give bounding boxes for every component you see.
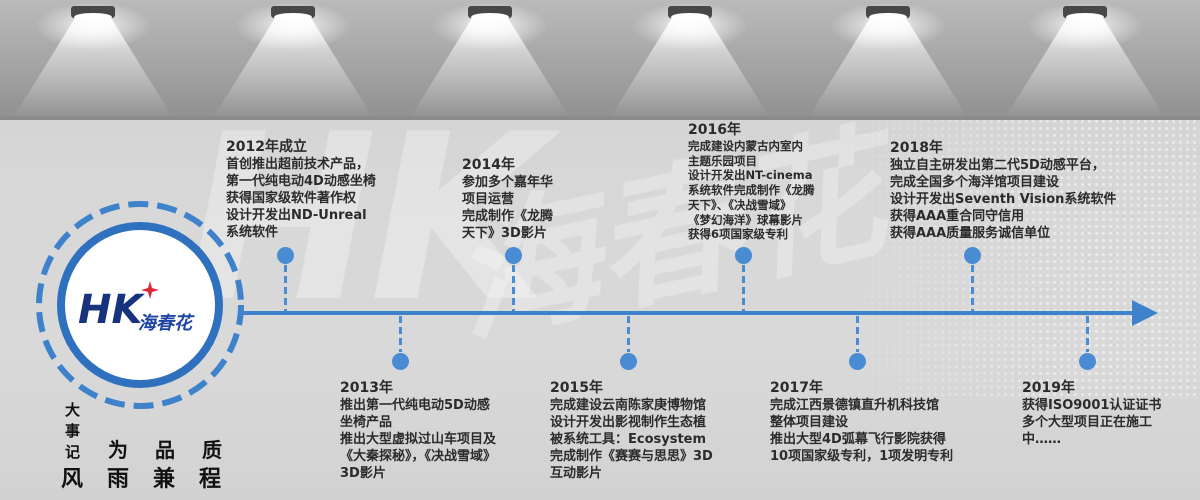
logo-mark: HK (78, 287, 145, 333)
milestone-dot (276, 246, 294, 264)
halftone-texture (820, 118, 1200, 398)
milestone-line: 获得ISO9001认证证书 (1022, 398, 1162, 413)
milestone-line: 推出大型4D弧幕飞行影院获得 (770, 432, 946, 447)
milestone-year: 2015年 (550, 380, 603, 396)
milestone-line: 完成制作《龙腾 (462, 209, 554, 224)
milestone-dot (1078, 352, 1096, 370)
milestone-connector (855, 316, 859, 352)
milestone-line: 天下》3D影片 (462, 226, 547, 241)
sparkle-icon (141, 281, 159, 299)
milestone-line: 推出大型虚拟过山车项目及 (340, 432, 497, 447)
milestone-line: 独立自主研发出第二代5D动感平台， (890, 158, 1105, 173)
milestone-connector (283, 265, 287, 311)
milestone-2012: 2012年成立 首创推出超前技术产品， 第一代纯电动4D动感坐椅 获得国家级软件… (226, 138, 376, 241)
milestone-line: 设计开发出ND-Unreal (226, 208, 367, 223)
logo-script: 海春花 (138, 313, 195, 334)
milestone-2015: 2015年 完成建设云南陈家庚博物馆 设计开发出影视制作生态植 被系统工具：Ec… (550, 379, 713, 482)
milestone-line: 10项国家级专利，1项发明专利 (770, 449, 954, 464)
milestone-dot (504, 246, 522, 264)
milestone-year: 2013年 (340, 380, 393, 396)
milestone-line: 首创推出超前技术产品， (226, 157, 370, 172)
milestone-year: 2012年成立 (226, 139, 307, 155)
slogan-upper: 为品质 (108, 438, 249, 462)
milestone-line: 系统软件完成制作《龙腾 (688, 183, 815, 198)
milestone-2013: 2013年 推出第一代纯电动5D动感 坐椅产品 推出大型虚拟过山车项目及 《大秦… (340, 379, 496, 482)
milestone-line: 推出第一代纯电动5D动感 (340, 398, 490, 413)
milestone-line: 获得6项国家级专利 (688, 227, 789, 242)
milestone-year: 2017年 (770, 380, 823, 396)
section-heading: 大事记 (65, 401, 81, 461)
milestone-2018: 2018年 独立自主研发出第二代5D动感平台， 完成全国多个海洋馆项目建设 设计… (890, 139, 1116, 242)
milestone-line: 系统软件 (226, 225, 279, 240)
milestone-line: 互动影片 (550, 466, 603, 481)
slogan-lower: 风雨兼程 (61, 467, 246, 492)
timeline-arrow-icon (1132, 300, 1158, 326)
milestone-line: 完成建设内蒙古内室内 (688, 139, 803, 153)
milestone-line: 多个大型项目正在施工 (1022, 415, 1153, 430)
milestone-line: 完成建设云南陈家庚博物馆 (550, 398, 707, 413)
milestone-year: 2019年 (1022, 380, 1075, 396)
ceiling-band (0, 0, 1200, 120)
milestone-line: 主题乐园项目 (688, 153, 757, 168)
milestone-connector (398, 316, 402, 352)
milestone-connector (511, 265, 515, 311)
milestone-connector (970, 265, 974, 311)
milestone-line: 完成制作《赛赛与思思》3D (550, 449, 713, 464)
milestone-dot (848, 352, 866, 370)
milestone-2014: 2014年 参加多个嘉年华 项目运营 完成制作《龙腾 天下》3D影片 (462, 156, 553, 242)
milestone-line: 被系统工具：Ecosystem (550, 432, 707, 447)
milestone-line: 获得AAA重合同守信用 (890, 209, 1025, 224)
milestone-line: 第一代纯电动4D动感坐椅 (226, 174, 376, 189)
timeline-axis (240, 311, 1135, 315)
milestone-line: 中…… (1022, 432, 1062, 447)
dashed-ring (36, 201, 244, 409)
milestone-line: 完成全国多个海洋馆项目建设 (890, 175, 1060, 190)
milestone-dot (619, 352, 637, 370)
milestone-line: 天下》、《决战雪域》 (688, 197, 792, 212)
milestone-line: 获得AAA质量服务诚信单位 (890, 226, 1051, 241)
milestone-2017: 2017年 完成江西景德镇直升机科技馆 整体项目建设 推出大型4D弧幕飞行影院获… (770, 379, 953, 465)
watermark-logo-mark: HK (185, 86, 548, 353)
milestone-dot (734, 246, 752, 264)
milestone-year: 2016年 (688, 122, 741, 138)
milestone-connector (741, 265, 745, 311)
milestone-connector (626, 316, 630, 352)
milestone-line: 设计开发出影视制作生态植 (550, 415, 707, 430)
logo-ring (57, 222, 223, 388)
milestone-line: 3D影片 (340, 466, 386, 481)
milestone-2016: 2016年 完成建设内蒙古内室内 主题乐园项目 设计开发出NT-cinema 系… (688, 121, 815, 242)
milestone-line: 整体项目建设 (770, 415, 849, 430)
milestone-line: 《大秦探秘》，《决战雪域》 (340, 449, 497, 464)
milestone-line: 《梦幻海洋》球幕影片 (688, 212, 803, 227)
milestone-line: 坐椅产品 (340, 415, 393, 430)
milestone-2019: 2019年 获得ISO9001认证证书 多个大型项目正在施工 中…… (1022, 379, 1161, 448)
milestone-line: 完成江西景德镇直升机科技馆 (770, 398, 940, 413)
milestone-line: 设计开发出NT-cinema (688, 168, 813, 183)
milestone-dot (391, 352, 409, 370)
milestone-line: 设计开发出Seventh Vision系统软件 (890, 192, 1117, 207)
milestone-year: 2014年 (462, 157, 515, 173)
milestone-line: 参加多个嘉年华 (462, 175, 554, 190)
milestone-year: 2018年 (890, 140, 943, 156)
milestone-dot (963, 246, 981, 264)
milestone-connector (1085, 316, 1089, 352)
milestone-line: 获得国家级软件著作权 (226, 191, 357, 206)
milestone-line: 项目运营 (462, 192, 515, 207)
logo-badge: HK 海春花 (36, 201, 244, 409)
